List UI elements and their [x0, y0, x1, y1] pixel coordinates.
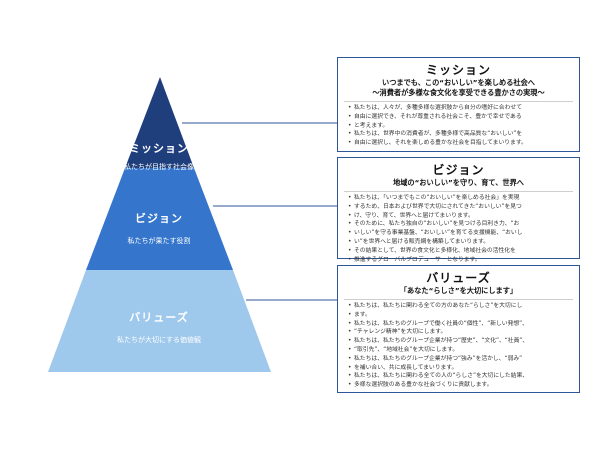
vision-box-header: ビジョン 地域の“おいしい”を守り、育て、世界へ — [338, 158, 579, 188]
bullet-item: を補い合い、共に成長してまいります。 — [348, 364, 573, 373]
bullet-item: と考えます。 — [348, 122, 573, 131]
values-box-divider — [344, 299, 573, 300]
bullet-item: するため、日本および世界で大切にされてきた“おいしい”を見つ — [348, 203, 573, 212]
bullet-item: “取引先”、“地域社会”を大切にします。 — [348, 346, 573, 355]
bullet-item: 自由に選択し、それを楽しめる豊かな社会を目指してまいります。 — [348, 139, 573, 148]
vision-tier-title: ビジョン — [135, 212, 183, 225]
vision-box-subtitle: 地域の“おいしい”を守り、育て、世界へ — [393, 178, 524, 187]
bullet-item: 私たちは、私たちのグループで働く社員の“個性”、“新しい発想”、 — [348, 320, 573, 329]
values-tier-title: バリューズ — [129, 311, 189, 324]
vision-box-bullets: 私たちは、「いつまでもこの“おいしい”を楽しめる社会」を実現するため、日本および… — [338, 194, 579, 264]
bullet-item: その結果として、世界の食文化と多様化、地域社会の活性化を — [348, 247, 573, 256]
vision-box-divider — [344, 191, 573, 192]
mission-box-subtitle-2: 〜消費者が多様な食文化を享受できる豊かさの実現〜 — [372, 88, 545, 97]
bullet-item: いしい”を守る事業基盤、“おいしい”を育てる支援機能、“おいし — [348, 229, 573, 238]
bullet-item: 推進するグローバルプロデューサーとなります。 — [348, 256, 573, 265]
mission-box-divider — [344, 101, 573, 102]
bullet-item: そのために、私たち独自の“おいしい”を見つける目利き力、“お — [348, 220, 573, 229]
mission-box-bullets: 私たちは、人々が、多種多様な選択肢から自分の嗜好に合わせて自由に選択でき、それが… — [338, 104, 579, 148]
values-box: バリューズ 「あなた“らしさ”を大切にします」 私たちは、私たちに関わる全ての方… — [337, 265, 580, 393]
vision-tier-subtitle: 私たちが果たす役割 — [127, 237, 191, 245]
values-tier-label: バリューズ 私たちが大切にする価値観 — [84, 309, 234, 345]
mission-box-title: ミッション — [425, 63, 491, 77]
bullet-item: 私たちは、私たちのグループ企業が持つ“強み”を活かし、“弱み” — [348, 355, 573, 364]
mission-box-subtitle-1: いつまでも、この“おいしい”を楽しめる社会へ — [382, 78, 535, 87]
bullet-item: 私たちは、人々が、多種多様な選択肢から自分の嗜好に合わせて — [348, 104, 573, 113]
bullet-item: 私たちは、私たちに関わる全ての人の“らしさ”を大切にした結果、 — [348, 372, 573, 381]
bullet-item: “チャレンジ精神”を大切にします。 — [348, 328, 573, 337]
mission-box: ミッション いつまでも、この“おいしい”を楽しめる社会へ 〜消費者が多様な食文化… — [337, 57, 580, 152]
values-box-bullets: 私たちは、私たちに関わる全ての方のあなた“らしさ”を大切にします。私たちは、私た… — [338, 302, 579, 390]
bullet-item: 私たちは、世界中の消費者が、多種多様で高品質な“おいしい”を — [348, 130, 573, 139]
mission-tier-label: ミッション 私たちが目指す社会像 — [84, 140, 234, 172]
pyramid-tier-vision — [86, 168, 233, 270]
values-tier-subtitle: 私たちが大切にする価値観 — [116, 336, 202, 344]
vision-tier-label: ビジョン 私たちが果たす役割 — [84, 210, 234, 246]
bullet-item: 自由に選択でき、それが尊重される社会こそ、豊かで幸せである — [348, 113, 573, 122]
values-box-subtitle: 「あなた“らしさ”を大切にします」 — [399, 286, 518, 295]
pyramid-tier-values — [48, 270, 271, 372]
pyramid-tier-mission — [125, 77, 194, 168]
bullet-item: 私たちは、私たちに関わる全ての方のあなた“らしさ”を大切にし — [348, 302, 573, 311]
mission-tier-title: ミッション — [129, 142, 189, 155]
vision-box: ビジョン 地域の“おいしい”を守り、育て、世界へ 私たちは、「いつまでもこの“お… — [337, 157, 580, 264]
bullet-item: 多様な選択肢のある豊かな社会づくりに貢献します。 — [348, 381, 573, 390]
values-box-title: バリューズ — [426, 271, 491, 285]
mission-tier-subtitle: 私たちが目指す社会像 — [124, 163, 194, 171]
mission-box-header: ミッション いつまでも、この“おいしい”を楽しめる社会へ 〜消費者が多様な食文化… — [338, 58, 579, 98]
bullet-item: 私たちは、「いつまでもこの“おいしい”を楽しめる社会」を実現 — [348, 194, 573, 203]
bullet-item: い”を世界へと届ける販売網を構築してまいります。 — [348, 238, 573, 247]
vision-box-title: ビジョン — [432, 163, 485, 177]
bullet-item: 私たちは、私たちのグループ企業が持つ“歴史”、“文化”、“社員”、 — [348, 337, 573, 346]
values-box-header: バリューズ 「あなた“らしさ”を大切にします」 — [338, 266, 579, 296]
bullet-item: ます。 — [348, 311, 573, 320]
bullet-item: け、守り、育て、世界へと届けてまいります。 — [348, 212, 573, 221]
